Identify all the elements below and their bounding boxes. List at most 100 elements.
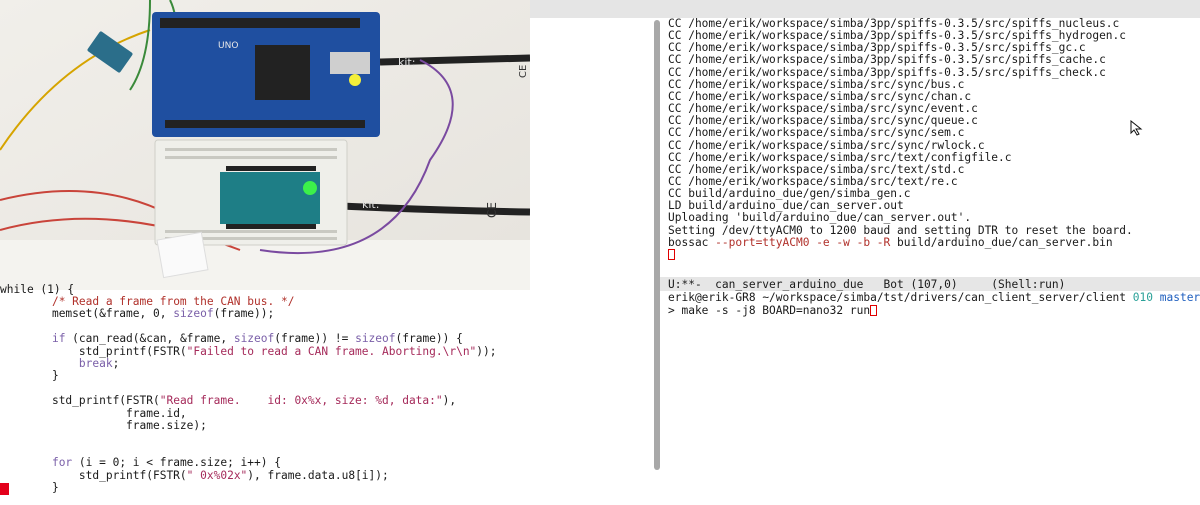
code-indent xyxy=(25,369,52,382)
left-pane: UNO kit: kit: CE CE while xyxy=(0,0,530,505)
output-line: CC /home/erik/workspace/simba/src/sync/q… xyxy=(668,114,978,128)
code-token: " 0x%02x" xyxy=(186,468,248,482)
shell-prompt: erik@erik-GR8 ~/workspace/simba/tst/driv… xyxy=(668,291,1200,305)
output-line: CC /home/erik/workspace/simba/src/sync/r… xyxy=(668,138,985,152)
code-token: sizeof xyxy=(355,332,396,346)
code-token: } xyxy=(51,369,59,383)
shell-command: > make -s -j8 BOARD=nano32 run xyxy=(668,303,871,317)
right-pane: CC /home/erik/workspace/simba/3pp/spiffs… xyxy=(530,0,1200,505)
header-bottom xyxy=(165,120,365,128)
code-indent xyxy=(25,394,52,407)
output-line: CC build/arduino_due/gen/simba_gen.c xyxy=(668,187,911,201)
code-line: memset(&frame, 0, sizeof(frame)); xyxy=(25,308,274,320)
code-line: } xyxy=(25,482,59,494)
bossac-arg: build/arduino_due/can_server.bin xyxy=(897,235,1113,249)
code-indent xyxy=(25,481,52,494)
cable-label-2: kit: xyxy=(362,198,379,211)
hardware-photo: UNO kit: kit: CE CE xyxy=(0,0,530,290)
code-line: frame.size); xyxy=(25,420,207,432)
code-indent xyxy=(25,456,52,469)
code-token: frame.size); xyxy=(126,419,207,432)
output-cursor xyxy=(668,248,675,260)
partial-top-line: while (1) { xyxy=(0,283,75,296)
nano-pins-top xyxy=(226,166,316,171)
code-token: (frame)) != xyxy=(274,332,356,346)
code-token: sizeof xyxy=(233,332,275,346)
camera-photo: UNO kit: kit: CE CE xyxy=(0,0,530,290)
ce-mark-2: CE xyxy=(518,65,529,78)
green-wire xyxy=(129,0,151,91)
code-token: ), xyxy=(442,394,457,408)
code-token: (frame)); xyxy=(213,307,275,321)
bossac-options: --port=ttyACM0 -e -w -b -R xyxy=(715,235,898,249)
nano32-module xyxy=(220,172,320,224)
cable-label-1: kit: xyxy=(398,56,415,69)
mouse-pointer-icon xyxy=(1130,120,1143,136)
code-token: ), frame.data.u8[i]); xyxy=(247,468,389,482)
text-cursor xyxy=(870,304,878,316)
paper-tag xyxy=(156,231,209,279)
output-line: CC /home/erik/workspace/simba/src/text/s… xyxy=(668,162,965,176)
purple-wire xyxy=(259,59,454,254)
code-token: /* Read a frame from the CAN bus. */ xyxy=(51,295,295,308)
header-top xyxy=(160,18,360,28)
code-line: for (i = 0; i < frame.size; i++) { xyxy=(25,457,281,469)
nano-pins-bottom xyxy=(226,224,316,229)
bossac-line: bossac --port=ttyACM0 -e -w -b -R build/… xyxy=(668,235,1113,249)
output-line: LD build/arduino_due/can_server.out xyxy=(668,199,904,213)
output-line: CC /home/erik/workspace/simba/src/sync/b… xyxy=(668,77,965,91)
ce-mark: CE xyxy=(485,202,499,218)
code-line: /* Read a frame from the CAN bus. */ xyxy=(25,296,294,308)
code-line: frame.id, xyxy=(25,407,187,420)
modeline: U:**- can_server_arduino_due Bot (107,0)… xyxy=(660,277,1200,291)
code-indent xyxy=(25,307,52,320)
output-line: Uploading 'build/arduino_due/can_server.… xyxy=(668,211,972,225)
code-token: std_printf(FSTR( xyxy=(78,344,187,358)
code-line: break; xyxy=(25,358,119,370)
prompt-user: erik@erik-GR8 xyxy=(668,291,756,304)
bossac-cmd: bossac xyxy=(668,235,716,249)
code-token: memset(&frame, 0, xyxy=(51,307,174,321)
table-surface xyxy=(0,240,530,290)
output-line: CC /home/erik/workspace/simba/3pp/spiffs… xyxy=(668,65,1106,79)
board-logo-text: UNO xyxy=(218,41,238,51)
window-top-bar xyxy=(530,0,1200,18)
code-token: std_printf(FSTR( xyxy=(51,394,160,408)
output-line: CC /home/erik/workspace/simba/3pp/spiffs… xyxy=(668,29,1127,43)
code-indent xyxy=(25,407,126,420)
can-transceiver xyxy=(87,31,133,73)
code-indent xyxy=(25,469,79,482)
code-indent xyxy=(25,357,79,370)
output-line: CC /home/erik/workspace/simba/3pp/spiffs… xyxy=(668,53,1106,67)
prompt-branch: master xyxy=(1159,291,1200,304)
code-indent xyxy=(25,419,126,432)
usb-cable-top xyxy=(379,54,530,66)
code-token: "Failed to read a CAN frame. Aborting.\r… xyxy=(186,344,477,358)
scrollbar-thumb[interactable] xyxy=(654,20,660,470)
code-token: ; xyxy=(112,357,120,370)
output-line: CC /home/erik/workspace/simba/src/text/r… xyxy=(668,174,958,188)
code-line: std_printf(FSTR(" 0x%02x"), frame.data.u… xyxy=(25,468,389,482)
output-line: CC /home/erik/workspace/simba/3pp/spiffs… xyxy=(668,41,1086,55)
power-led xyxy=(349,74,361,86)
output-line: CC /home/erik/workspace/simba/src/text/c… xyxy=(668,150,1012,164)
code-token: (i = 0; i < frame.size; i++) { xyxy=(72,456,281,470)
output-cursor-line xyxy=(668,248,675,261)
code-token: std_printf(FSTR( xyxy=(78,468,187,482)
shell-command-line[interactable]: > make -s -j8 BOARD=nano32 run xyxy=(668,303,878,318)
output-line: CC /home/erik/workspace/simba/src/sync/e… xyxy=(668,102,978,116)
code-token: if xyxy=(51,332,66,346)
output-line: Setting /dev/ttyACM0 to 1200 baud and se… xyxy=(668,223,1133,237)
output-line: CC /home/erik/workspace/simba/src/sync/c… xyxy=(668,89,972,103)
yellow-wire xyxy=(0,29,151,151)
output-line: CC /home/erik/workspace/simba/src/sync/s… xyxy=(668,126,965,140)
code-token: "Read frame. id: 0x%x, size: %d, data:" xyxy=(159,394,443,408)
code-line: std_printf(FSTR("Failed to read a CAN fr… xyxy=(25,344,497,358)
code-token: (frame)) { xyxy=(395,332,463,346)
code-indent xyxy=(25,332,52,345)
code-token: sizeof xyxy=(173,307,214,321)
code-token: (can_read(&can, &frame, xyxy=(65,332,234,346)
code-token: for xyxy=(51,456,73,470)
red-marker xyxy=(0,483,9,495)
nano-green-led xyxy=(303,181,317,195)
